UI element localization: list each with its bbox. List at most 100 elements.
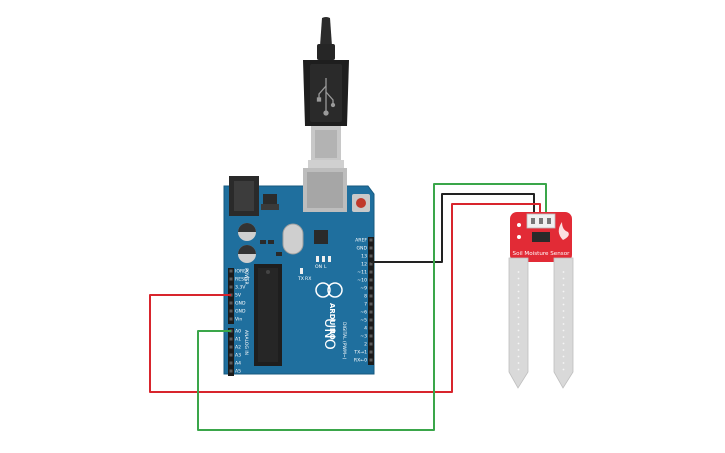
probe-trace-dot <box>517 368 520 371</box>
probe-trace-dot <box>517 284 520 286</box>
power-pin[interactable] <box>229 269 233 273</box>
microcontroller-chip <box>254 264 282 366</box>
analog-pin-label: A0 <box>235 329 241 335</box>
power-pin[interactable] <box>229 309 233 313</box>
digital-pin-label: ~10 <box>357 278 367 284</box>
probe-trace-dot <box>517 349 520 351</box>
analog-pin[interactable] <box>229 361 233 365</box>
probe-trace-dot <box>562 316 565 319</box>
probe-trace-dot <box>562 349 565 351</box>
digital-pin[interactable] <box>369 318 373 322</box>
digital-pin-label: 4 <box>364 326 367 332</box>
power-pin-label: RESET <box>235 277 250 283</box>
digital-pin[interactable] <box>369 238 373 242</box>
digital-pin-label: AREF <box>355 238 367 244</box>
flame-logo-icon <box>558 222 569 240</box>
digital-pin-label: 13 <box>361 254 367 260</box>
digital-pin-label: ~6 <box>360 310 367 316</box>
power-pin-label: GND <box>235 309 246 315</box>
digital-pin-label: ~3 <box>360 334 367 340</box>
arduino-uno-board[interactable]: ON L TX RX ARDUINO UNO DIGITAL (PWM~) PO… <box>223 168 375 376</box>
power-pin[interactable] <box>229 277 233 281</box>
digital-pin-label: 2 <box>364 342 367 348</box>
model-label: UNO <box>321 318 337 350</box>
digital-pin[interactable] <box>369 246 373 250</box>
analog-pin[interactable] <box>229 353 233 357</box>
sensor-probe-right <box>553 257 574 389</box>
probe-trace-dot <box>562 362 565 364</box>
digital-pin[interactable] <box>369 278 373 282</box>
usb-cable <box>303 17 349 178</box>
led-label-l: L <box>324 264 327 270</box>
power-pin[interactable] <box>229 317 233 321</box>
voltage-regulator <box>263 194 277 206</box>
digital-pin-label: ~9 <box>360 286 367 292</box>
probe-trace-dot <box>517 329 520 332</box>
arduino-logo <box>315 282 343 298</box>
digital-pin-label: 12 <box>361 262 367 268</box>
probe-trace-dot <box>517 277 520 280</box>
led-label-rx: RX <box>305 276 311 282</box>
probe-trace-dot <box>517 271 520 273</box>
analog-pin[interactable] <box>229 369 233 373</box>
probe-trace-dot <box>517 342 520 345</box>
probe-trace-dot <box>562 297 565 299</box>
digital-pin[interactable] <box>369 286 373 290</box>
analog-pin[interactable] <box>229 337 233 341</box>
probe-trace-dot <box>517 290 520 293</box>
power-pin-label: IOREF <box>235 269 249 275</box>
brand-label: ARDUINO <box>328 303 336 340</box>
sensor-chip <box>532 232 550 242</box>
digital-pin[interactable] <box>369 350 373 354</box>
probe-trace-dot <box>562 271 565 273</box>
probe-trace-dot <box>562 303 565 306</box>
digital-pin-label: TX→1 <box>353 350 367 356</box>
digital-pin[interactable] <box>369 302 373 306</box>
analog-pin-label: A2 <box>235 345 241 351</box>
probe-trace-dot <box>517 310 520 312</box>
digital-pin[interactable] <box>369 294 373 298</box>
digital-pin[interactable] <box>369 270 373 274</box>
digital-pin[interactable] <box>369 262 373 266</box>
probe-trace-dot <box>517 355 520 358</box>
digital-pin[interactable] <box>369 254 373 258</box>
power-pin[interactable] <box>229 301 233 305</box>
capacitor-2 <box>238 245 256 263</box>
probe-trace-dot <box>562 355 565 358</box>
probe-trace-dot <box>562 329 565 332</box>
usb-symbol-icon <box>316 78 336 116</box>
probe-trace-dot <box>517 316 520 319</box>
power-pin[interactable] <box>229 285 233 289</box>
power-pin-label: Vin <box>235 317 242 323</box>
digital-pin[interactable] <box>369 334 373 338</box>
analog-pin-label: A5 <box>235 369 241 375</box>
probe-trace-dot <box>562 310 565 312</box>
wire-red-5v[interactable] <box>149 203 541 393</box>
digital-pin-label: 7 <box>364 302 367 308</box>
power-pin-label: 3.3V <box>235 285 246 291</box>
probe-trace-dot <box>562 323 565 325</box>
analog-pin-label: A4 <box>235 361 241 367</box>
analog-pin-label: A3 <box>235 353 241 359</box>
probe-traces <box>517 271 565 371</box>
probe-trace-dot <box>562 284 565 286</box>
digital-pin-label: 8 <box>364 294 367 300</box>
probe-trace-dot <box>517 303 520 306</box>
analog-pin[interactable] <box>229 345 233 349</box>
soil-moisture-sensor[interactable]: Soil Moisture Sensor <box>508 212 574 389</box>
wire-black-gnd[interactable] <box>371 193 535 263</box>
digital-pin-label: RX←0 <box>354 358 367 364</box>
digital-pin[interactable] <box>369 358 373 362</box>
onboard-leds: ON L TX RX <box>297 256 331 282</box>
digital-pin-label: GND <box>356 246 367 252</box>
probe-trace-dot <box>517 323 520 325</box>
wire-green-a0[interactable] <box>197 183 547 431</box>
crystal-oscillator <box>282 223 304 255</box>
reset-button[interactable] <box>352 194 370 212</box>
digital-pin[interactable] <box>369 326 373 330</box>
digital-pin[interactable] <box>369 310 373 314</box>
digital-pin[interactable] <box>369 342 373 346</box>
